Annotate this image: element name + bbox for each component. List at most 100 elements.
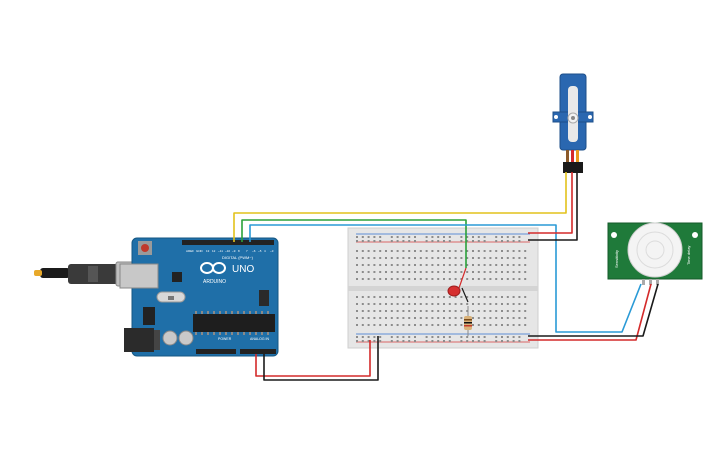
breadboard-hole[interactable] (379, 324, 382, 326)
breadboard-hole[interactable] (419, 257, 422, 259)
breadboard-hole[interactable] (472, 324, 474, 326)
breadboard-hole[interactable] (501, 240, 503, 242)
breadboard-hole[interactable] (495, 296, 498, 298)
breadboard-hole[interactable] (425, 236, 428, 238)
breadboard-hole[interactable] (448, 236, 451, 238)
breadboard-hole[interactable] (483, 271, 486, 273)
breadboard-hole[interactable] (419, 264, 422, 266)
breadboard-hole[interactable] (356, 257, 358, 259)
breadboard-hole[interactable] (385, 271, 387, 273)
breadboard-hole[interactable] (454, 264, 457, 266)
breadboard-hole[interactable] (512, 271, 515, 273)
breadboard-hole[interactable] (414, 340, 416, 342)
breadboard-hole[interactable] (489, 264, 492, 266)
breadboard-hole[interactable] (448, 303, 451, 305)
breadboard-hole[interactable] (414, 303, 416, 305)
breadboard-hole[interactable] (518, 264, 521, 266)
breadboard-hole[interactable] (466, 271, 469, 273)
breadboard-hole[interactable] (390, 278, 393, 280)
breadboard-hole[interactable] (495, 278, 498, 280)
breadboard-hole[interactable] (385, 324, 387, 326)
breadboard-hole[interactable] (448, 336, 451, 338)
breadboard-hole[interactable] (518, 236, 521, 238)
breadboard-hole[interactable] (373, 310, 376, 312)
breadboard-hole[interactable] (518, 310, 521, 312)
breadboard-hole[interactable] (408, 340, 411, 342)
servo-motor[interactable] (552, 73, 594, 173)
breadboard-hole[interactable] (367, 278, 370, 280)
breadboard-hole[interactable] (443, 250, 445, 252)
breadboard-hole[interactable] (379, 271, 382, 273)
breadboard-hole[interactable] (477, 257, 480, 259)
breadboard-hole[interactable] (385, 317, 387, 319)
breadboard-hole[interactable] (367, 240, 370, 242)
breadboard-hole[interactable] (512, 264, 515, 266)
breadboard-hole[interactable] (448, 317, 451, 319)
breadboard-hole[interactable] (483, 317, 486, 319)
breadboard-hole[interactable] (373, 236, 376, 238)
breadboard-hole[interactable] (361, 310, 364, 312)
breadboard-hole[interactable] (512, 317, 515, 319)
breadboard-hole[interactable] (361, 264, 364, 266)
breadboard-hole[interactable] (518, 296, 521, 298)
breadboard-hole[interactable] (425, 240, 428, 242)
breadboard-hole[interactable] (390, 303, 393, 305)
breadboard-hole[interactable] (466, 278, 469, 280)
breadboard-hole[interactable] (437, 250, 440, 252)
breadboard-hole[interactable] (512, 278, 515, 280)
breadboard-hole[interactable] (361, 271, 364, 273)
breadboard-hole[interactable] (361, 336, 364, 338)
breadboard-hole[interactable] (408, 236, 411, 238)
breadboard-hole[interactable] (512, 324, 515, 326)
breadboard-hole[interactable] (437, 278, 440, 280)
breadboard-hole[interactable] (367, 296, 370, 298)
breadboard-hole[interactable] (361, 250, 364, 252)
breadboard-hole[interactable] (390, 336, 393, 338)
breadboard-hole[interactable] (443, 240, 445, 242)
breadboard-hole[interactable] (396, 340, 399, 342)
breadboard-hole[interactable] (524, 257, 527, 259)
breadboard-hole[interactable] (512, 240, 515, 242)
breadboard-hole[interactable] (414, 264, 416, 266)
breadboard-hole[interactable] (489, 317, 492, 319)
breadboard-hole[interactable] (443, 257, 445, 259)
breadboard-hole[interactable] (495, 271, 498, 273)
breadboard-hole[interactable] (506, 264, 509, 266)
breadboard-hole[interactable] (477, 278, 480, 280)
pir-sensor[interactable]: Sensitivity Time delay (607, 222, 703, 285)
breadboard-hole[interactable] (390, 257, 393, 259)
breadboard-hole[interactable] (385, 303, 387, 305)
breadboard-hole[interactable] (501, 264, 503, 266)
breadboard-hole[interactable] (431, 240, 434, 242)
breadboard-hole[interactable] (367, 264, 370, 266)
breadboard-hole[interactable] (373, 324, 376, 326)
breadboard-hole[interactable] (448, 257, 451, 259)
breadboard-hole[interactable] (506, 340, 509, 342)
breadboard-hole[interactable] (466, 310, 469, 312)
breadboard-hole[interactable] (443, 303, 445, 305)
breadboard-hole[interactable] (373, 303, 376, 305)
breadboard-hole[interactable] (524, 296, 527, 298)
breadboard-hole[interactable] (408, 278, 411, 280)
breadboard-hole[interactable] (448, 278, 451, 280)
breadboard-hole[interactable] (431, 250, 434, 252)
breadboard-hole[interactable] (419, 278, 422, 280)
breadboard-hole[interactable] (495, 250, 498, 252)
breadboard-hole[interactable] (512, 250, 515, 252)
breadboard-hole[interactable] (506, 296, 509, 298)
breadboard-hole[interactable] (501, 310, 503, 312)
breadboard-hole[interactable] (425, 340, 428, 342)
breadboard-hole[interactable] (506, 271, 509, 273)
breadboard-hole[interactable] (408, 240, 411, 242)
breadboard-hole[interactable] (460, 278, 463, 280)
breadboard-hole[interactable] (431, 317, 434, 319)
breadboard-hole[interactable] (506, 278, 509, 280)
breadboard-hole[interactable] (443, 310, 445, 312)
breadboard-hole[interactable] (402, 340, 405, 342)
breadboard-hole[interactable] (361, 257, 364, 259)
breadboard-hole[interactable] (448, 324, 451, 326)
breadboard-hole[interactable] (518, 340, 521, 342)
breadboard-hole[interactable] (501, 324, 503, 326)
breadboard[interactable] (347, 227, 539, 349)
